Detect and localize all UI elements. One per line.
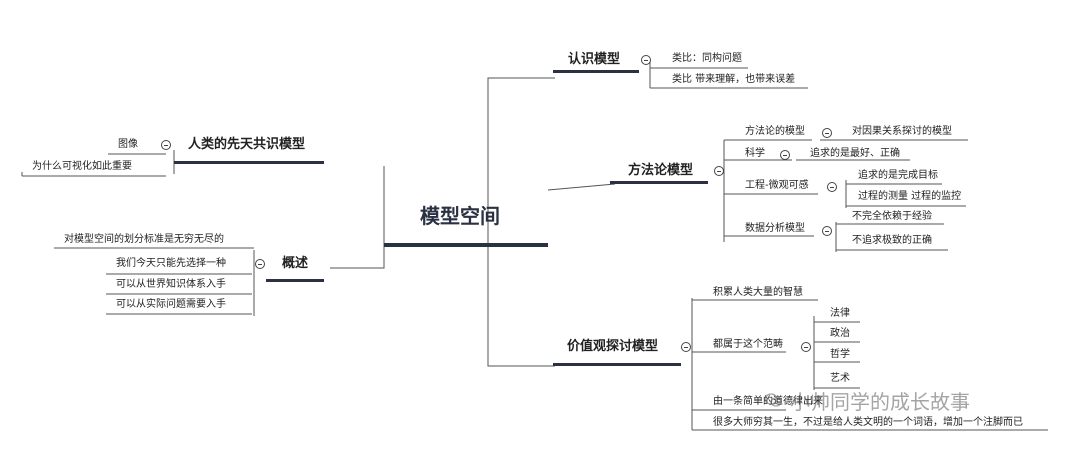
collapse-toggle-icon[interactable] <box>822 128 832 138</box>
science-node[interactable]: 科学 <box>745 148 765 159</box>
engineering-node[interactable]: 工程-微观可感 <box>745 180 809 191</box>
category-philosophy[interactable]: 哲学 <box>830 349 850 360</box>
innate-why-node[interactable]: 为什么可视化如此重要 <box>32 161 132 172</box>
branch-cognition[interactable]: 认识模型 <box>568 52 621 67</box>
simple-moral-node[interactable]: 由一条简单的道德律出来 <box>713 396 823 407</box>
data-item-1[interactable]: 不完全依赖于经验 <box>852 211 932 222</box>
overview-infinite-node[interactable]: 对模型空间的划分标准是无穷无尽的 <box>64 234 224 245</box>
innate-image-node[interactable]: 图像 <box>118 139 138 150</box>
collapse-toggle-icon[interactable] <box>161 140 171 150</box>
cognition-item-1[interactable]: 类比：同构问题 <box>672 53 742 64</box>
collapse-toggle-icon[interactable] <box>681 342 691 352</box>
cognition-item-2[interactable]: 类比 带来理解，也带来误差 <box>672 74 796 85</box>
root-node[interactable]: 模型空间 <box>420 204 500 228</box>
category-art[interactable]: 艺术 <box>830 373 850 384</box>
collapse-toggle-icon[interactable] <box>801 342 811 352</box>
data-item-2[interactable]: 不追求极致的正确 <box>852 235 932 246</box>
branch-overview[interactable]: 概述 <box>282 256 309 271</box>
collapse-toggle-icon[interactable] <box>641 55 651 65</box>
engineering-item-2[interactable]: 过程的测量 过程的监控 <box>858 191 962 202</box>
method-model-node[interactable]: 方法论的模型 <box>745 126 805 137</box>
collapse-toggle-icon[interactable] <box>822 226 832 236</box>
collapse-toggle-icon[interactable] <box>827 182 837 192</box>
cognition-underline <box>553 70 639 73</box>
overview-item-3[interactable]: 可以从实际问题需要入手 <box>116 299 226 310</box>
branch-values[interactable]: 价值观探讨模型 <box>567 339 659 354</box>
values-underline <box>553 363 681 366</box>
overview-item-1[interactable]: 我们今天只能先选择一种 <box>116 258 226 269</box>
collapse-toggle-icon[interactable] <box>780 150 790 160</box>
category-politics[interactable]: 政治 <box>830 328 850 339</box>
wechat-icon <box>764 393 782 407</box>
watermark-text: 小帅同学的成长故事 <box>790 390 970 414</box>
science-detail-node[interactable]: 追求的是最好、正确 <box>810 148 900 159</box>
overview-item-2[interactable]: 可以从世界知识体系入手 <box>116 279 226 290</box>
masters-node[interactable]: 很多大师穷其一生，不过是给人类文明的一个词语，增加一个注脚而已 <box>713 417 1023 428</box>
branch-innate[interactable]: 人类的先天共识模型 <box>188 137 306 152</box>
methodology-underline <box>610 181 708 184</box>
overview-underline <box>266 279 324 282</box>
collapse-toggle-icon[interactable] <box>714 166 724 176</box>
data-model-node[interactable]: 数据分析模型 <box>745 223 805 234</box>
engineering-item-1[interactable]: 追求的是完成目标 <box>858 170 938 181</box>
branch-methodology[interactable]: 方法论模型 <box>628 163 694 178</box>
category-node[interactable]: 都属于这个范畴 <box>713 339 783 350</box>
wisdom-node[interactable]: 积累人类大量的智慧 <box>713 287 803 298</box>
category-law[interactable]: 法律 <box>830 308 850 319</box>
root-underline <box>384 243 548 247</box>
collapse-toggle-icon[interactable] <box>255 259 265 269</box>
innate-underline <box>174 161 324 164</box>
method-detail-node[interactable]: 对因果关系探讨的模型 <box>852 126 952 137</box>
